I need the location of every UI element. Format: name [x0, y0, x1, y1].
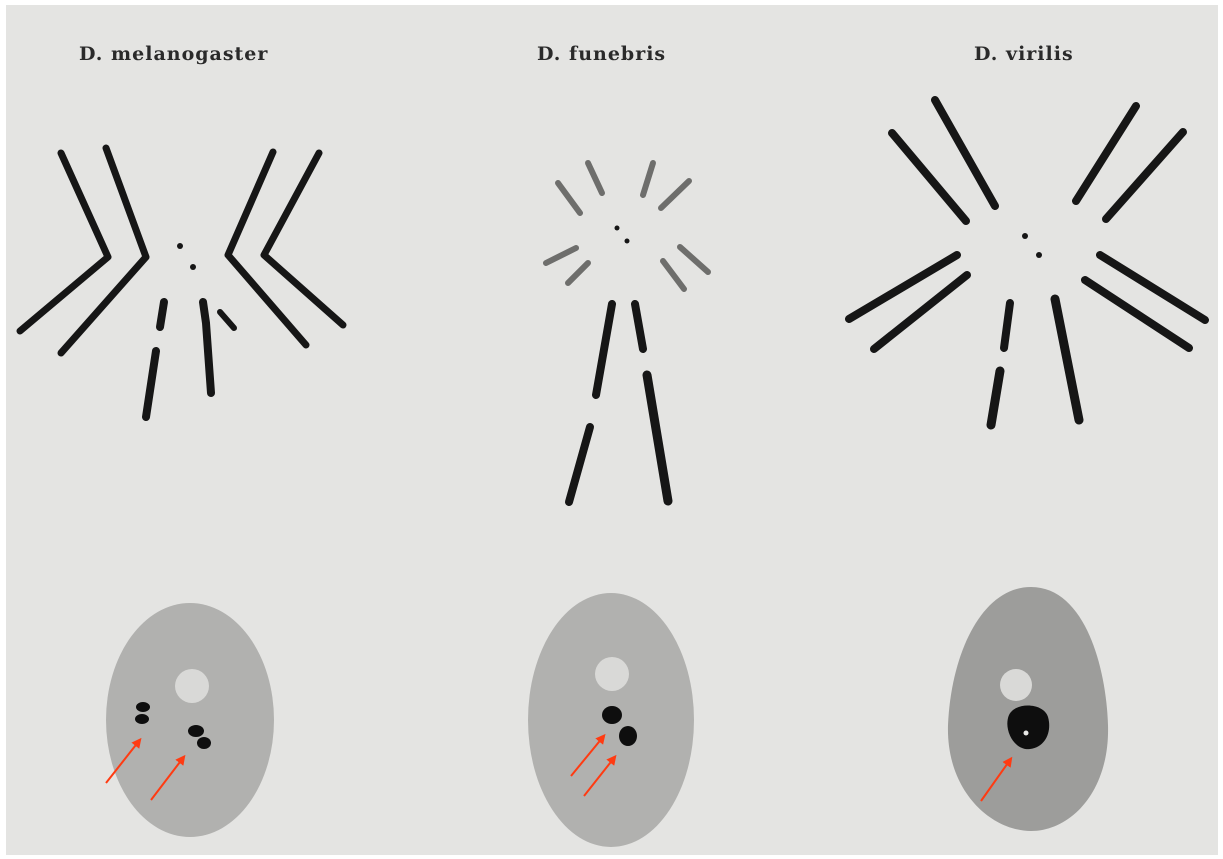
- chromocenter-body: [619, 726, 637, 746]
- nucleolus: [595, 657, 629, 691]
- nucleus-body: [106, 603, 274, 837]
- nucleus-melanogaster: [106, 603, 274, 837]
- chromosome-rod: [1055, 299, 1079, 420]
- nucleus-funebris: [528, 593, 694, 847]
- dot-chromosome: [1036, 252, 1042, 258]
- chromosome-rod: [661, 181, 689, 208]
- chromocenter-highlight: [1024, 731, 1029, 736]
- chromosome-rod: [1085, 280, 1189, 348]
- chromosome-rod: [663, 261, 684, 289]
- figure-plate: D. melanogaster D. funebris D. virilis: [6, 5, 1218, 855]
- chromosome-rod: [680, 247, 708, 272]
- chromosome-rod: [569, 427, 590, 502]
- metaphase-spread-virilis: [849, 100, 1205, 425]
- chromosome-rod: [203, 302, 211, 393]
- plate-drawing: [6, 5, 1218, 855]
- chromosome-rod: [596, 304, 612, 395]
- dot-chromosome: [190, 264, 196, 270]
- chromosome-rod: [558, 183, 580, 213]
- chromosome-rod: [635, 304, 643, 349]
- dot-chromosome: [177, 243, 183, 249]
- chromosome-rod: [1076, 106, 1136, 201]
- dot-chromosome: [625, 239, 630, 244]
- chromosome-rod: [1100, 255, 1205, 320]
- chromocenter-body: [188, 725, 204, 737]
- chromosome-rod: [546, 248, 576, 263]
- chromosome-v-arm: [20, 153, 108, 331]
- metaphase-spread-melanogaster: [20, 148, 343, 417]
- nucleolus: [175, 669, 209, 703]
- chromosome-rod: [874, 275, 967, 349]
- chromosome-rod: [643, 163, 653, 195]
- chromosome-rod: [220, 312, 234, 328]
- chromosome-rod: [1004, 303, 1010, 348]
- chromosome-rod: [849, 255, 957, 319]
- chromosome-rod: [146, 351, 156, 417]
- chromosome-rod: [160, 302, 164, 327]
- chromosome-v-arm: [264, 153, 343, 325]
- metaphase-spread-funebris: [546, 163, 708, 502]
- chromocenter-body: [602, 706, 622, 724]
- chromocenter-body: [135, 714, 149, 724]
- chromosome-rod: [588, 163, 602, 193]
- chromosome-rod: [1106, 132, 1183, 219]
- dot-chromosome: [1022, 233, 1028, 239]
- chromosome-rod: [892, 133, 966, 221]
- chromocenter-body: [136, 702, 150, 712]
- nucleus-virilis: [948, 587, 1108, 831]
- nucleolus: [1000, 669, 1032, 701]
- dot-chromosome: [615, 226, 620, 231]
- chromosome-rod: [647, 375, 668, 501]
- chromocenter-body: [197, 737, 211, 749]
- chromosome-rod: [991, 371, 1000, 425]
- chromosome-rod: [568, 263, 588, 283]
